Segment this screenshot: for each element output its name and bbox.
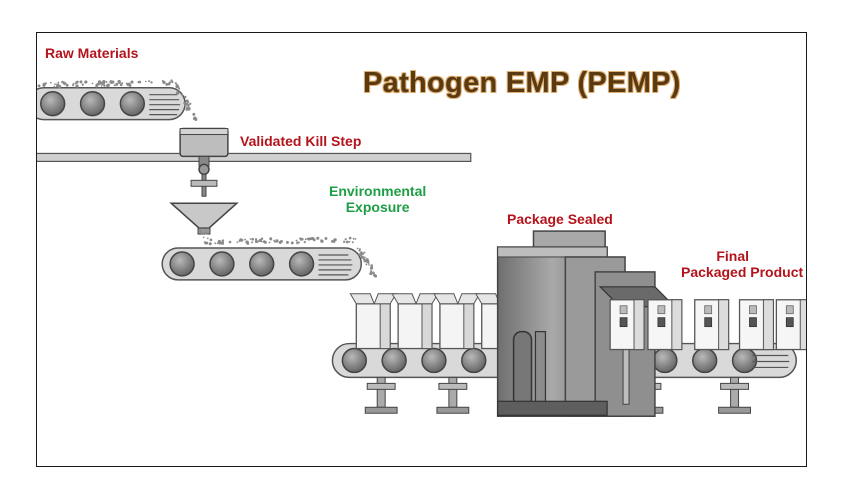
label-final-packaged-product: Final Packaged Product [681,248,804,280]
label-environmental-line2: Exposure [345,199,410,215]
raw-material-particles-middle [199,229,378,278]
sealed-packages [609,299,806,351]
packaging-conveyor [331,342,798,414]
kill-step-unit [169,127,239,235]
label-environmental-exposure: Environmental Exposure [329,183,426,215]
label-raw-materials: Raw Materials [45,45,139,61]
label-environmental-line1: Environmental [329,183,427,199]
conveyor-rollers [40,90,146,117]
processing-conveyor [161,247,363,281]
machine-rail [37,152,472,163]
diagram-frame: Pathogen EMP (PEMP) Raw Materials Valida… [36,32,807,467]
label-final-line2: Packaged Product [681,264,804,280]
label-final-line1: Final [716,248,749,264]
raw-material-particles-top [37,79,198,121]
raw-materials-conveyor [37,87,186,121]
label-package-sealed: Package Sealed [507,211,613,227]
pemp-process-illustration [37,79,806,417]
page-title: Pathogen EMP (PEMP) [363,67,681,99]
label-validated-kill-step: Validated Kill Step [240,133,362,149]
open-packages [349,293,523,350]
